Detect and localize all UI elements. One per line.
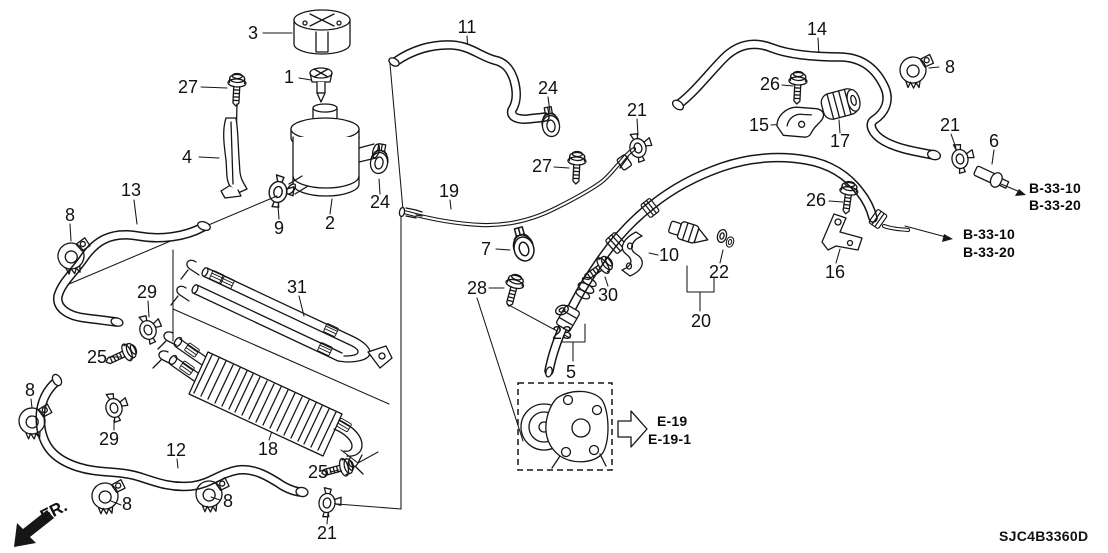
oil-cooler-18 xyxy=(152,331,364,475)
power-steering-pump xyxy=(520,390,609,469)
e19-block-arrow xyxy=(617,410,648,448)
clamp-21-bottom xyxy=(317,486,343,519)
b33-arrow-upper xyxy=(1000,183,1026,196)
clamp-21-right xyxy=(948,141,977,175)
bolt-27-left xyxy=(226,72,248,108)
hose-12 xyxy=(40,373,309,498)
b33-arrow-lower xyxy=(904,225,953,242)
bolt-27-right xyxy=(566,150,588,186)
bolt-26-top xyxy=(787,70,809,106)
bracket-10 xyxy=(621,231,643,277)
hose-11 xyxy=(388,45,545,119)
hose-13 xyxy=(58,220,211,327)
bolt-25-right xyxy=(318,455,357,483)
mount-bracket-15 xyxy=(776,106,825,138)
reservoir-2 xyxy=(285,103,381,197)
construction-lines xyxy=(61,63,715,510)
diagram-code: SJC4B3360D xyxy=(999,528,1089,544)
bolt-28 xyxy=(499,271,527,310)
sensor-20 xyxy=(668,220,709,244)
fr-direction-arrow: FR. xyxy=(14,496,70,547)
cooler-pipe-assembly-31 xyxy=(170,259,393,369)
clamp-8-right xyxy=(898,53,937,90)
grommet-17 xyxy=(820,88,861,120)
reservoir-cap-3 xyxy=(293,9,351,55)
clamp-7 xyxy=(508,224,538,264)
reservoir-bracket-4 xyxy=(220,103,248,199)
o-ring-23-inner xyxy=(558,307,566,313)
hose-14 xyxy=(671,44,942,161)
cap-valve-1 xyxy=(309,67,333,103)
fitting-6 xyxy=(973,165,1010,189)
bracket-16 xyxy=(821,213,863,251)
clamp-21-center xyxy=(625,129,656,165)
clamp-8-bottom-left xyxy=(89,478,129,517)
pressure-hose-5 xyxy=(545,158,911,378)
return-pipe-19 xyxy=(398,149,634,225)
bolt-26-lower xyxy=(836,179,860,216)
bolt-25-left xyxy=(101,339,141,371)
o-ring-23 xyxy=(555,304,569,316)
clamp-29-upper xyxy=(134,310,167,347)
clamp-29-lower xyxy=(101,389,132,425)
